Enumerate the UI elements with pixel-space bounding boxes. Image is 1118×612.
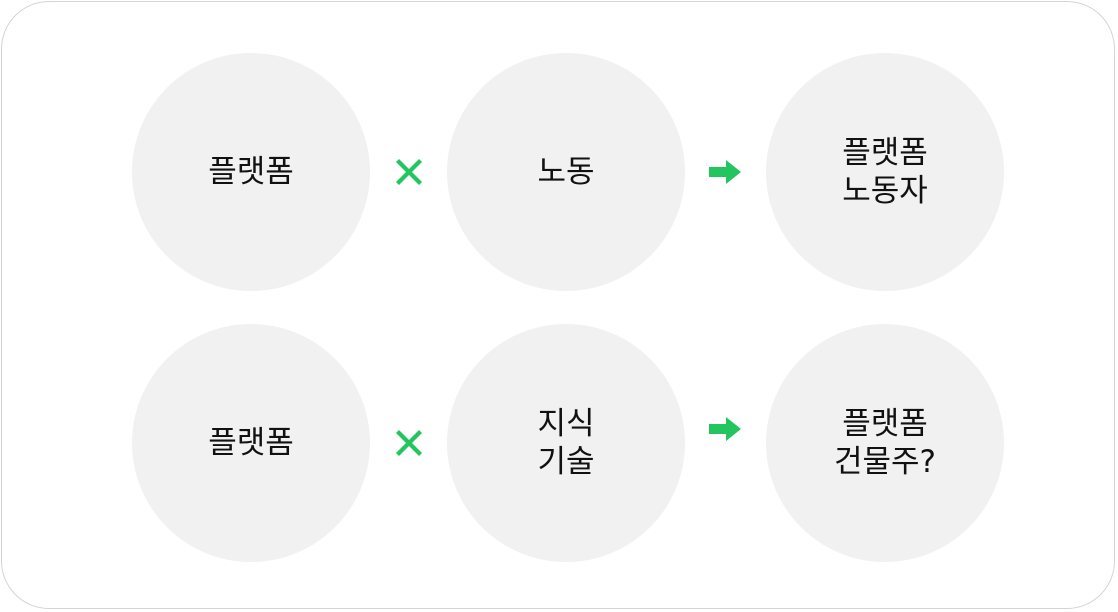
row1-multiply-icon [391, 154, 427, 190]
multiply-icon [396, 159, 422, 185]
row2-middle-label: 지식 기술 [537, 406, 595, 480]
multiply-icon [396, 430, 422, 456]
row1-arrow-icon [707, 154, 743, 190]
row2-arrow-icon [707, 411, 743, 447]
row2-result-label: 플랫폼 건물주? [833, 406, 936, 480]
row1-middle-circle: 노동 [447, 53, 685, 291]
row2-multiply-icon [391, 425, 427, 461]
arrow-right-icon [709, 160, 741, 184]
row2-left-circle: 플랫폼 [132, 324, 370, 562]
arrow-right-icon [709, 417, 741, 441]
row1-result-label: 플랫폼 노동자 [842, 135, 928, 209]
row1-left-label: 플랫폼 [208, 154, 294, 190]
row1-result-circle: 플랫폼 노동자 [766, 53, 1004, 291]
row1-left-circle: 플랫폼 [132, 53, 370, 291]
row2-result-circle: 플랫폼 건물주? [766, 324, 1004, 562]
row1-middle-label: 노동 [537, 154, 595, 190]
row2-left-label: 플랫폼 [208, 425, 294, 461]
row2-middle-circle: 지식 기술 [447, 324, 685, 562]
